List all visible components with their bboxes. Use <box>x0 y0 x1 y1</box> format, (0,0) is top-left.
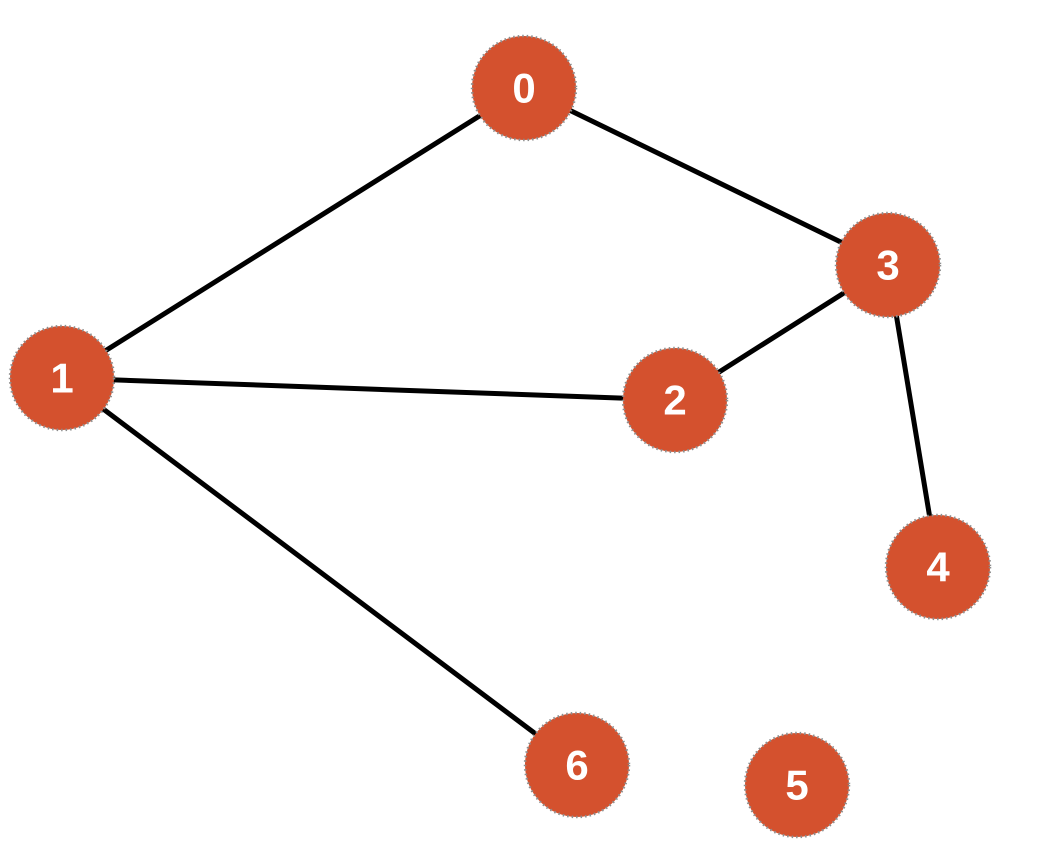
graph-node-label-6: 6 <box>565 742 588 789</box>
graph-node-label-3: 3 <box>876 242 899 289</box>
graph-node-circle-3 <box>834 211 942 319</box>
graph-node-label-2: 2 <box>663 377 686 424</box>
graph-node-circle-4 <box>884 513 992 621</box>
graph-edge-1-2 <box>59 375 678 403</box>
graph-node-label-5: 5 <box>785 762 808 809</box>
graph-node-label-1: 1 <box>50 355 73 402</box>
graph-node-1: 1 <box>8 324 116 432</box>
graph-node-4: 4 <box>884 513 992 621</box>
graph-node-circle-2 <box>621 346 729 454</box>
graph-node-circle-5 <box>743 731 851 839</box>
graph-node-2: 2 <box>621 346 729 454</box>
graph-node-5: 5 <box>743 731 851 839</box>
graph-node-circle-6 <box>523 711 631 819</box>
nodes-layer: 0 1 2 3 4 5 6 <box>8 34 992 839</box>
graph-node-6: 6 <box>523 711 631 819</box>
edges-layer <box>59 85 941 768</box>
graph-node-circle-0 <box>470 34 578 142</box>
graph-node-circle-1 <box>8 324 116 432</box>
graph-node-0: 0 <box>470 34 578 142</box>
graph-edge-1-6 <box>59 375 580 768</box>
graph-node-3: 3 <box>834 211 942 319</box>
graph-node-label-0: 0 <box>512 65 535 112</box>
graph-node-label-4: 4 <box>926 544 950 591</box>
graph-edge-0-3 <box>521 85 891 268</box>
graph-edge-0-1 <box>59 85 527 381</box>
